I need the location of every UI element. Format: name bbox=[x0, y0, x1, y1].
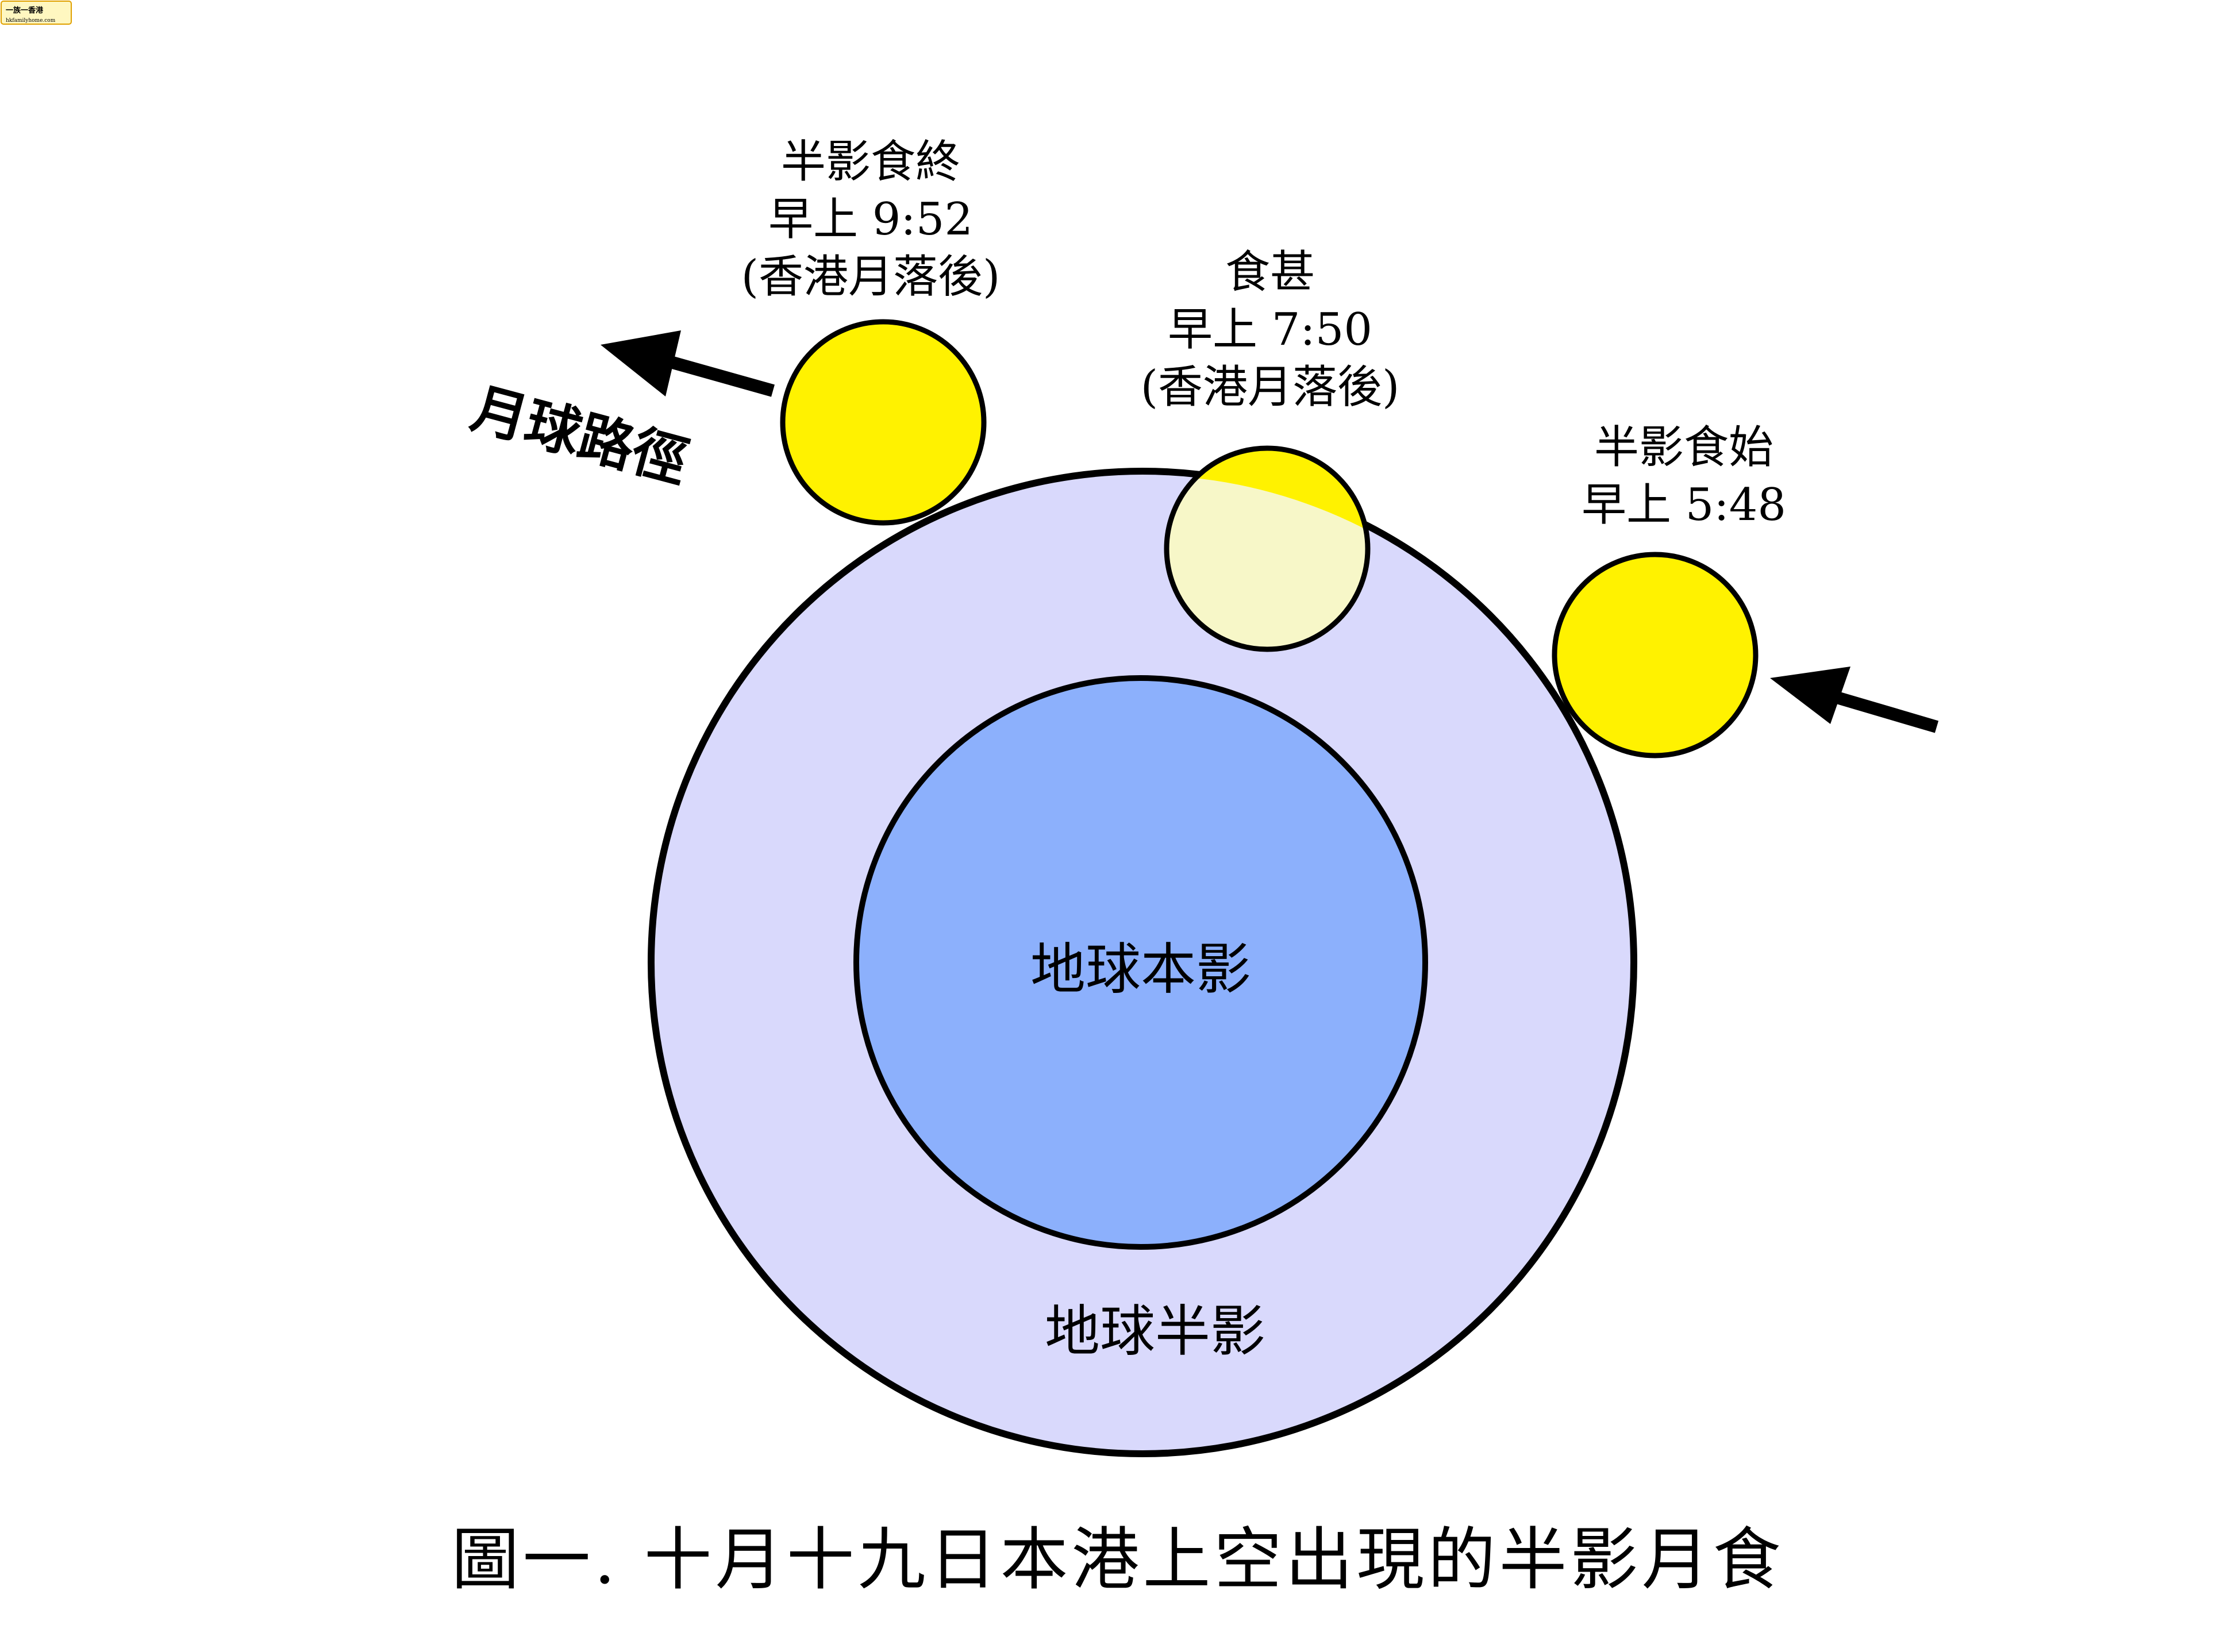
label-penumbra-end-line2: 早上 9:52 bbox=[768, 194, 973, 245]
label-moon-path: 月球路徑 bbox=[465, 376, 695, 495]
label-greatest-line3: (香港月落後) bbox=[1141, 361, 1400, 413]
label-penumbra-start-line2: 早上 5:48 bbox=[1582, 479, 1786, 531]
watermark-subtitle: hkfamilyhome.com bbox=[6, 18, 56, 24]
arrow-left-icon bbox=[601, 330, 775, 397]
label-penumbra: 地球半影 bbox=[1045, 1299, 1265, 1364]
label-greatest: 食甚 早上 7:50 (香港月落後) bbox=[1141, 247, 1400, 413]
label-penumbra-start-line1: 半影食始 bbox=[1594, 422, 1773, 473]
label-greatest-line1: 食甚 bbox=[1225, 247, 1315, 298]
watermark-logo: 一族一香港 hkfamilyhome.com bbox=[1, 1, 72, 25]
moon-penumbra-end bbox=[780, 319, 987, 526]
moon-greatest-eclipse bbox=[1164, 445, 1371, 652]
moon-penumbra-start bbox=[1552, 552, 1759, 758]
watermark-badge bbox=[1, 1, 72, 25]
figure-caption: 圖一. 十月十九日本港上空出現的半影月食 bbox=[451, 1520, 1784, 1599]
arrow-incoming-icon bbox=[1770, 667, 1939, 733]
label-umbra: 地球本影 bbox=[1030, 937, 1251, 1002]
watermark-title: 一族一香港 bbox=[6, 6, 44, 15]
label-penumbra-start: 半影食始 早上 5:48 bbox=[1582, 422, 1786, 531]
label-greatest-line2: 早上 7:50 bbox=[1168, 304, 1372, 356]
label-penumbra-end-line3: (香港月落後) bbox=[741, 251, 1001, 303]
label-penumbra-end-line1: 半影食終 bbox=[781, 136, 960, 188]
earth-umbra bbox=[853, 675, 1428, 1250]
label-penumbra-end: 半影食終 早上 9:52 (香港月落後) bbox=[741, 136, 1001, 303]
moon-greatest-outline bbox=[1164, 445, 1371, 652]
